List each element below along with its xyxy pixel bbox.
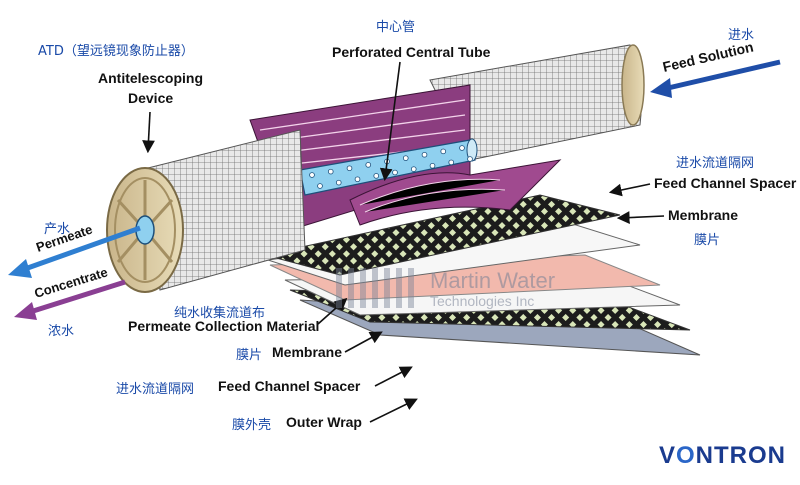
spacer-top-label-en: Feed Channel Spacer <box>654 175 797 191</box>
membrane-top-label-en: Membrane <box>668 207 739 223</box>
feed-label-cn: 进水 <box>728 28 755 43</box>
atd-label-cn: ATD（望远镜现象防止器） <box>38 44 194 59</box>
tube-hole <box>365 162 372 168</box>
spacer-top-label-cn: 进水流道隔网 <box>676 156 755 171</box>
pcm-label-cn: 纯水收集流道布 <box>174 306 266 321</box>
logo-prefix: V <box>658 442 676 469</box>
tube-hole <box>354 176 361 183</box>
feed-arrow <box>650 59 781 98</box>
permeate-arrow <box>8 225 141 278</box>
spacer-bottom-label-en: Feed Channel Spacer <box>218 378 361 394</box>
wrap-label-en: Outer Wrap <box>286 414 362 430</box>
tube-hole <box>392 169 398 176</box>
logo-mark: O <box>676 442 696 469</box>
atd-end-cap <box>106 167 184 293</box>
tube-hole <box>373 173 380 179</box>
tube-hole <box>317 183 323 189</box>
membrane-bottom-label-cn: 膜片 <box>236 348 263 363</box>
concentrate-label-cn: 浓水 <box>48 324 75 339</box>
tube-hole <box>429 162 436 169</box>
concentrate-arrow-label: Concentrate <box>32 264 109 301</box>
watermark-line-2: Technologies Inc <box>430 293 535 309</box>
leader-lines <box>142 61 665 423</box>
wrap-label-cn: 膜外壳 <box>232 418 272 433</box>
tube-hole <box>309 172 315 178</box>
permeate-label-cn: 产水 <box>44 222 71 237</box>
tube-label-en: Perforated Central Tube <box>332 44 491 60</box>
tube-hole <box>335 179 342 186</box>
tube-hole <box>440 148 447 155</box>
atd-label-en-1: Antitelescoping <box>98 70 204 86</box>
watermark-logo-bars <box>336 268 416 308</box>
tube-hole <box>346 165 353 172</box>
concentrate-arrow <box>14 279 126 320</box>
right-mesh-shell <box>429 44 645 161</box>
logo-rest: NTRON <box>695 442 786 469</box>
spacer-bottom-label-cn: 进水流道隔网 <box>116 382 195 397</box>
tube-hole <box>467 156 473 162</box>
tube-hole <box>327 168 334 175</box>
tube-hole <box>459 145 465 151</box>
tube-hole <box>402 155 409 161</box>
tube-hole <box>448 159 455 166</box>
tube-hole <box>410 166 417 172</box>
tube-hole <box>421 151 428 158</box>
pcm-label-en: Permeate Collection Material <box>128 318 320 334</box>
watermark-line-1: Martin Water <box>430 268 556 293</box>
atd-label-en-2: Device <box>128 90 174 106</box>
vontron-logo: VONTRON <box>659 442 786 470</box>
membrane-bottom-label-en: Membrane <box>272 344 343 360</box>
membrane-top-label-cn: 膜片 <box>694 233 721 248</box>
tube-label-cn: 中心管 <box>376 20 416 35</box>
perforated-central-tube <box>299 138 478 196</box>
